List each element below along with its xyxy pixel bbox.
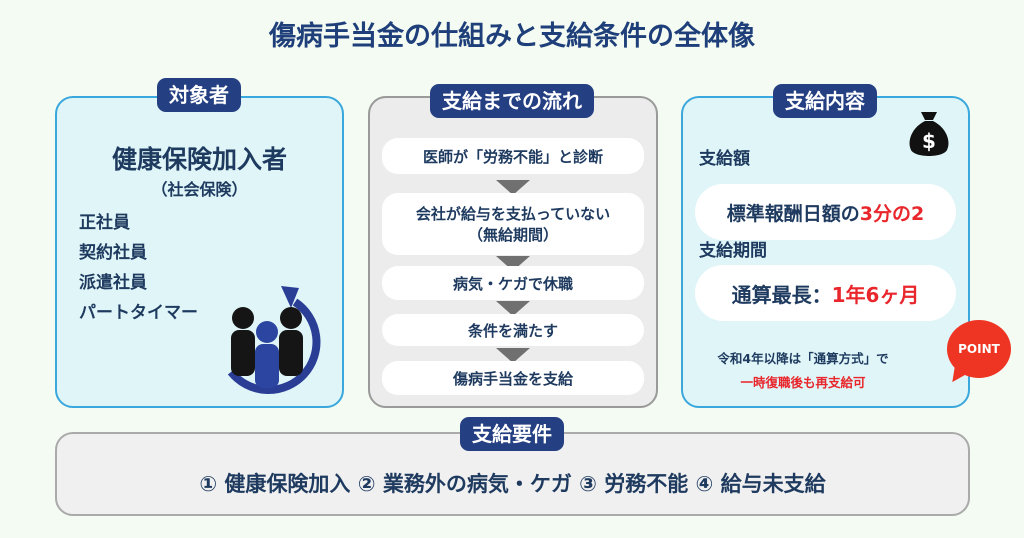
point-text: POINT <box>958 342 1000 356</box>
period-label: 支給期間 <box>699 241 767 261</box>
note-line2: 一時復職後も再支給可 <box>740 375 866 390</box>
flow-step-text: 条件を満たす <box>467 321 558 340</box>
page-title: 傷病手当金の仕組みと支給条件の全体像 <box>269 21 755 52</box>
period-pill: 通算最長：1年6ヶ月 <box>695 265 956 321</box>
flow-step: 会社が給与を支払っていない （無給期間） <box>382 193 644 255</box>
svg-text:$: $ <box>922 129 936 153</box>
arrow-down-icon <box>496 348 530 363</box>
requirements-text: ① 健康保険加入 ② 業務外の病気・ケガ ③ 労務不能 ④ 給与未支給 <box>199 472 826 496</box>
target-panel: 健康保険加入者 （社会保険） 正社員 契約社員 派遣社員 パートタイマー <box>55 96 344 408</box>
flow-step: 医師が「労務不能」と診断 <box>382 138 644 174</box>
note-line1: 令和4年以降は「通算方式」で <box>717 351 889 366</box>
flow-step: 条件を満たす <box>382 314 644 346</box>
target-heading: 健康保険加入者 <box>111 145 287 174</box>
flow-panel: 医師が「労務不能」と診断 会社が給与を支払っていない （無給期間） 病気・ケガで休… <box>368 96 658 408</box>
target-item: 正社員 <box>79 213 130 233</box>
point-badge: POINT <box>947 320 1011 387</box>
requirements-badge: 支給要件 <box>460 417 564 451</box>
flow-badge: 支給までの流れ <box>430 84 594 118</box>
amount-label: 支給額 <box>699 149 750 169</box>
flow-step-text: 傷病手当金を支給 <box>452 369 573 388</box>
period-text: 通算最長： <box>731 282 832 307</box>
target-item: 派遣社員 <box>79 273 147 293</box>
flow-step-text: 病気・ケガで休職 <box>452 274 573 293</box>
flow-step: 傷病手当金を支給 <box>382 361 644 395</box>
benefit-badge: 支給内容 <box>773 84 877 118</box>
amount-text: 標準報酬日額の <box>726 202 860 225</box>
flow-step-text: 医師が「労務不能」と診断 <box>422 147 603 166</box>
target-item: 契約社員 <box>79 243 147 263</box>
flow-step-text: 会社が給与を支払っていない <box>415 205 611 223</box>
target-badge: 対象者 <box>157 78 241 112</box>
flow-step: 病気・ケガで休職 <box>382 266 644 300</box>
amount-value: 3分の2 <box>859 202 925 225</box>
period-value: 1年6ヶ月 <box>831 282 920 307</box>
target-item: パートタイマー <box>79 303 198 323</box>
arrow-down-icon <box>496 301 530 316</box>
flow-step-text: （無給期間） <box>467 226 558 244</box>
money-bag-icon: $ <box>909 112 949 156</box>
arrow-down-icon <box>496 180 530 195</box>
people-cycle-icon <box>227 286 321 394</box>
target-sub: （社会保険） <box>151 180 248 199</box>
